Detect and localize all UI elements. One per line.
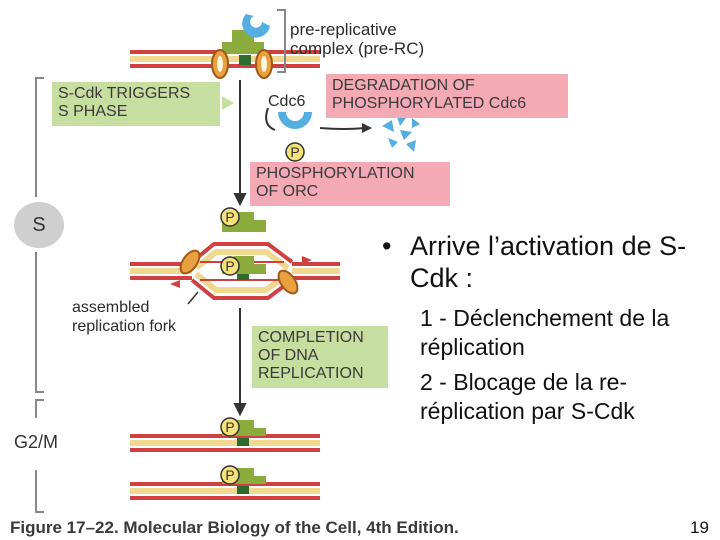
completion-line: COMPLETION (258, 329, 364, 346)
fork-label-line: replication fork (72, 318, 177, 335)
replication-fork-label: assembled replication fork (72, 298, 176, 336)
completion-line: OF DNA (258, 347, 319, 364)
bullet-dot: • (382, 231, 392, 261)
degradation-arrowhead (362, 123, 372, 133)
phosphate-label: P (225, 258, 234, 274)
degraded-fragments (382, 114, 420, 152)
degradation-line: DEGRADATION OF (332, 77, 475, 94)
completion-box: COMPLETION OF DNA REPLICATION (252, 326, 388, 388)
phase-g2m-label: G2/M (14, 432, 59, 452)
main-arrow (233, 80, 247, 417)
page-number: 19 (690, 518, 709, 537)
cdc6-label: Cdc6 (268, 93, 306, 110)
pre-rc-bracket (277, 9, 286, 73)
phosphate-label: P (225, 419, 234, 435)
replication-bubble (130, 242, 340, 300)
cdc6-phosphorylated (278, 112, 312, 129)
phosphorylation-line: PHOSPHORYLATION (256, 165, 415, 182)
pre-rc-complex (211, 14, 273, 79)
cdc6-arrow (265, 107, 276, 131)
pre-rc-label: pre-replicative complex (pre-RC) (290, 20, 424, 58)
s-cdk-trigger-line: S PHASE (58, 103, 128, 120)
fork-label-line: assembled (72, 299, 150, 316)
trigger-arrow (222, 96, 234, 110)
phase-s-label: S (32, 213, 46, 236)
s-cdk-trigger-box: S-Cdk TRIGGERS S PHASE (52, 82, 220, 126)
bullet-main: • Arrive l’activation de S-Cdk : (380, 230, 710, 294)
phosphate-markers (220, 142, 305, 485)
degradation-line: PHOSPHORYLATED Cdc6 (332, 95, 527, 112)
phosphate-label: P (290, 144, 299, 160)
phase-timeline (35, 77, 44, 513)
bullet-list: • Arrive l’activation de S-Cdk : 1 - Déc… (380, 230, 710, 426)
pre-rc-label-line: pre-replicative (290, 20, 397, 39)
fork-pointer (187, 291, 199, 305)
phase-s-badge: S (14, 202, 64, 248)
degradation-arrow (319, 127, 366, 130)
bullet-main-text: Arrive l’activation de S-Cdk : (410, 231, 687, 293)
phosphorylation-line: OF ORC (256, 183, 319, 200)
degradation-box: DEGRADATION OF PHOSPHORYLATED Cdc6 (326, 74, 568, 118)
pre-rc-label-line: complex (pre-RC) (290, 39, 425, 58)
s-cdk-trigger-line: S-Cdk TRIGGERS (58, 85, 191, 102)
bullet-sub-2: 2 - Blocage de la re-réplication par S-C… (420, 369, 635, 424)
phosphorylation-box: PHOSPHORYLATION OF ORC (250, 162, 450, 206)
bullet-sub-1: 1 - Déclenchement de la réplication (420, 305, 670, 360)
phosphate-label: P (225, 209, 234, 225)
figure-caption: Figure 17–22. Molecular Biology of the C… (10, 518, 459, 537)
completion-line: REPLICATION (258, 365, 364, 382)
phosphate-label: P (225, 467, 234, 483)
orc-phosphorylated-1 (222, 212, 266, 232)
